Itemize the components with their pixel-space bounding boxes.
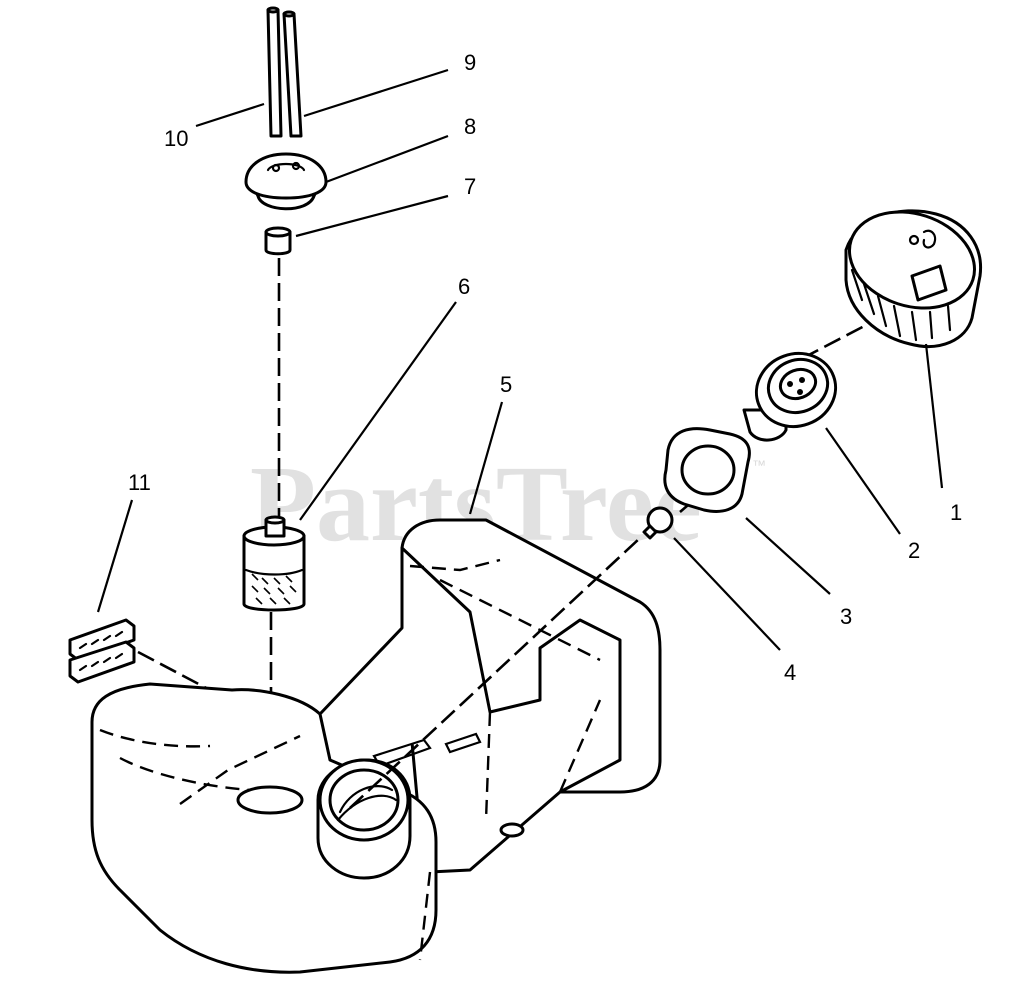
fuel-tank — [90, 518, 662, 974]
fuel-line-tubes — [266, 6, 303, 138]
check-valve — [642, 506, 674, 540]
callout-8: 8 — [464, 114, 476, 139]
callout-4: 4 — [784, 660, 796, 685]
fuel-cap — [844, 209, 983, 348]
callout-2: 2 — [908, 538, 920, 563]
callout-leaders — [96, 68, 944, 651]
callout-5: 5 — [500, 372, 512, 397]
callout-7: 7 — [464, 174, 476, 199]
cap-insert — [742, 352, 838, 442]
cap-gasket — [663, 427, 751, 513]
filter-collar — [264, 226, 292, 256]
assembly-line-clips — [137, 650, 211, 692]
fuel-filter — [242, 515, 306, 612]
callout-3: 3 — [840, 604, 852, 629]
tank-grommet — [244, 152, 328, 211]
callout-11: 11 — [128, 470, 151, 495]
watermark-trademark: ™ — [752, 457, 766, 473]
assembly-line-filler — [349, 537, 641, 809]
callout-6: 6 — [458, 274, 470, 299]
callout-1: 1 — [950, 500, 962, 525]
tank-clips — [68, 618, 136, 684]
callout-10: 10 — [164, 126, 188, 151]
callout-9: 9 — [464, 50, 476, 75]
